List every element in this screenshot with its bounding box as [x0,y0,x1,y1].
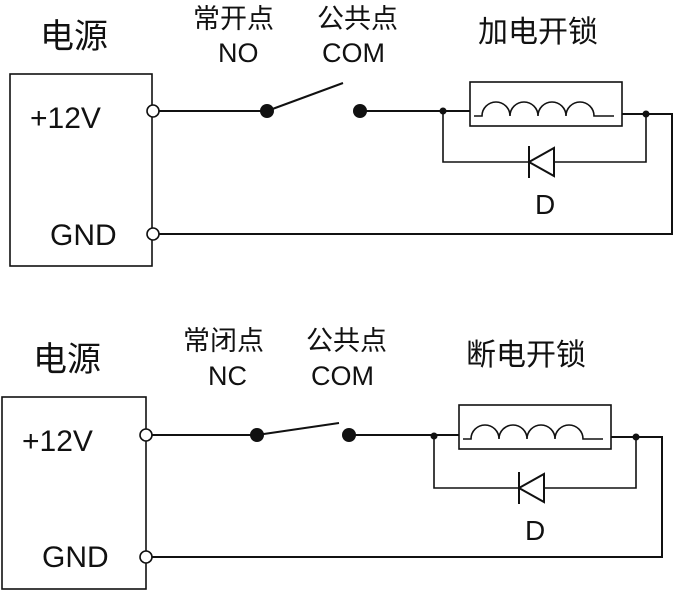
gnd-label: GND [42,541,109,574]
nc-contact-label-cn: 常闭点 [183,326,264,357]
power-supply-box [1,396,147,590]
terminal-gnd [139,550,153,564]
power-supply-box [9,73,153,267]
circuit-no: 电源 +12V GND 常开点 NO 公共点 COM 加电开锁 D [9,4,673,267]
power-source-label: 电源 [33,340,101,380]
coil-icon [474,101,614,117]
diode-icon [516,472,545,504]
gnd-label: GND [50,219,117,252]
wire-gnd [152,436,663,558]
plus-12v-label: +12V [30,102,101,135]
no-contact-label-cn: 常开点 [193,4,274,35]
plus-12v-label: +12V [22,425,93,458]
terminal-plus [146,104,160,118]
terminal-plus [139,428,153,442]
lock-coil-box [458,404,612,450]
diode-label: D [535,189,555,220]
circuit-nc: 电源 +12V GND 常闭点 NC 公共点 COM 断电开锁 D [1,326,663,590]
common-contact-label-en: COM [311,361,374,391]
terminal-gnd [146,227,160,241]
diode-label: D [525,515,545,546]
switch-lever-open [266,82,344,112]
common-contact-label-en: COM [322,38,385,68]
lock-label: 加电开锁 [478,15,598,50]
switch-lever-closed [256,422,340,436]
wire-gnd [159,113,673,235]
no-contact-label-en: NO [218,38,259,68]
power-source-label: 电源 [40,17,108,57]
nc-contact-label-en: NC [208,361,247,391]
coil-icon [463,424,603,440]
diode-icon [526,146,555,178]
common-contact-label-cn: 公共点 [317,4,398,35]
lock-label: 断电开锁 [466,338,586,373]
common-contact-label-cn: 公共点 [306,326,387,357]
